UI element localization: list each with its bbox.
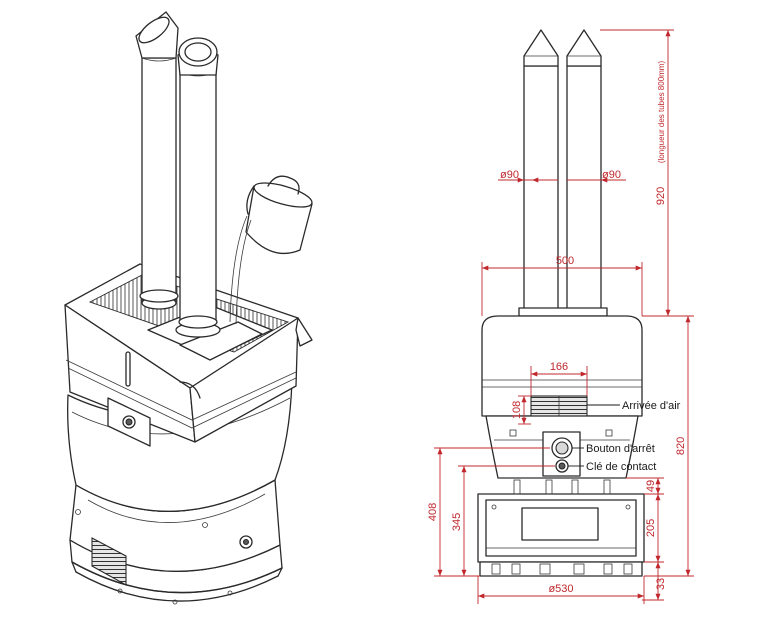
- dim-height-345: 345: [451, 513, 463, 531]
- label-stop-button: Bouton d'arrêt: [586, 443, 655, 455]
- front-base: [479, 561, 643, 577]
- iso-tube-right: [175, 37, 221, 338]
- iso-tube-left: [135, 11, 179, 310]
- isometric-view: [64, 11, 313, 605]
- dim-base-diameter: ø530: [548, 583, 573, 595]
- dim-top-width: 500: [556, 255, 574, 267]
- front-tube-collar: [518, 307, 608, 317]
- dim-tube-length-note: (longueur des tubes 800mm): [657, 61, 666, 164]
- iso-side-vent: [91, 537, 127, 586]
- label-air-inlet: Arrivée d'air: [622, 400, 681, 412]
- label-leaders: [568, 404, 620, 467]
- dim-total-height: 820: [675, 437, 687, 455]
- front-middle-body: [485, 415, 639, 479]
- dim-tube-height: 920: [655, 187, 667, 205]
- front-lower-box: [477, 477, 645, 563]
- dim-height-33: 33: [655, 578, 667, 590]
- dim-grille-height: 108: [511, 401, 523, 419]
- dim-tube-diameter-right: ø90: [602, 169, 621, 181]
- dim-grille-width: 166: [550, 361, 568, 373]
- iso-watering-pitcher: [229, 175, 313, 325]
- dimension-lines: [434, 29, 694, 604]
- dim-height-205: 205: [645, 519, 657, 537]
- label-contact-key: Clé de contact: [586, 461, 656, 473]
- dim-tube-diameter-left: ø90: [500, 169, 519, 181]
- front-view: ø90 ø90 500 166 108 920 (longueur des tu…: [427, 29, 694, 604]
- dim-height-49: 49: [645, 480, 657, 492]
- dim-height-408: 408: [427, 503, 439, 521]
